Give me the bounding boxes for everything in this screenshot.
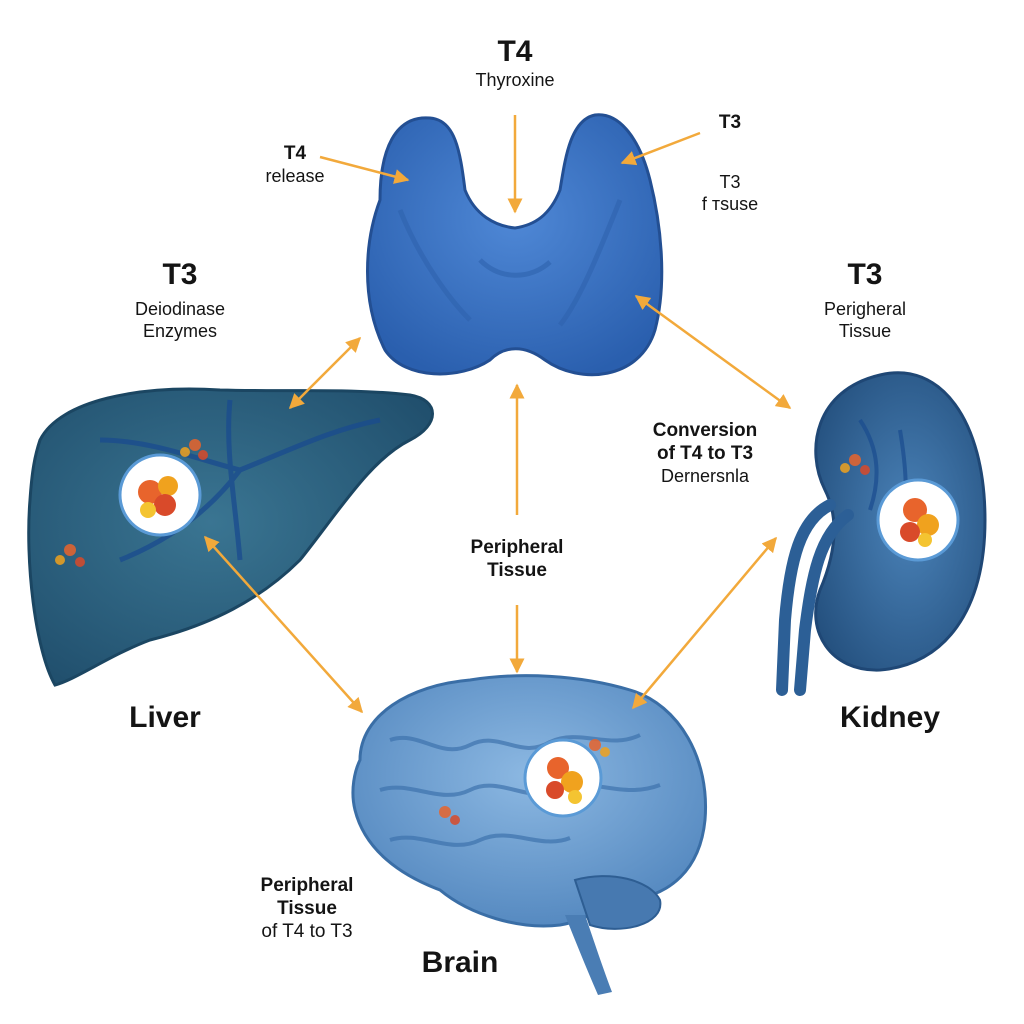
t4-release-subtitle: release bbox=[265, 165, 325, 186]
kidney-label: Kidney bbox=[839, 701, 941, 734]
deiodinase-line1: Deiodinase bbox=[134, 299, 226, 319]
thyroid-label: T4 Thyroxine bbox=[455, 34, 575, 92]
thyroid-title: T4 bbox=[497, 35, 533, 68]
center-line1: Peripheral bbox=[470, 537, 564, 558]
molecule-cluster-icon bbox=[55, 439, 870, 825]
t3-tissue-label: T3 f тsuse bbox=[670, 172, 790, 215]
bottom-left-label: Peripheral Tissue of T4 to T3 bbox=[237, 875, 377, 943]
t3-tissue-line1: T3 bbox=[719, 172, 741, 192]
peripheral-tissue-right-title: T3 bbox=[847, 258, 883, 291]
t3-tissue-line2: f тsuse bbox=[701, 193, 759, 214]
molecule-cluster-icon bbox=[523, 738, 603, 818]
molecule-cluster-icon bbox=[118, 453, 202, 537]
molecule-cluster-icon bbox=[876, 478, 960, 562]
conversion-label: Conversion of T4 to T3 Dernersnla bbox=[630, 420, 780, 487]
peripheral-tissue-right-line1: Perigheral bbox=[823, 299, 907, 319]
conversion-line2: of T4 to T3 bbox=[656, 442, 754, 464]
t4-release-title: T4 bbox=[283, 143, 307, 164]
t4-release-label: T4 release bbox=[240, 143, 350, 187]
center-label: Peripheral Tissue bbox=[447, 537, 587, 583]
peripheral-tissue-right-line2: Tissue bbox=[838, 320, 892, 341]
peripheral-tissue-right-label: T3 Perigheral Tissue bbox=[785, 257, 945, 342]
bottom-left-line1: Peripheral bbox=[260, 875, 354, 896]
conversion-line1: Conversion bbox=[652, 420, 758, 441]
brain-illustration bbox=[351, 674, 708, 995]
t3-top-title: T3 bbox=[718, 112, 742, 133]
pathway-arrows bbox=[203, 115, 792, 714]
thyroid-subtitle: Thyroxine bbox=[475, 70, 555, 90]
t3-top-title-label: T3 bbox=[680, 112, 780, 135]
conversion-line3: Dernersnla bbox=[660, 465, 750, 486]
bottom-left-line3: of T4 to T3 bbox=[261, 920, 353, 942]
deiodinase-title: T3 bbox=[162, 258, 198, 291]
center-line2: Tissue bbox=[487, 559, 547, 581]
deiodinase-label: T3 Deiodinase Enzymes bbox=[100, 257, 260, 342]
liver-illustration bbox=[27, 387, 434, 687]
deiodinase-line2: Enzymes bbox=[142, 320, 218, 341]
bottom-left-line2: Tissue bbox=[277, 897, 337, 919]
liver-label: Liver bbox=[129, 701, 201, 734]
brain-label: Brain bbox=[421, 946, 499, 979]
